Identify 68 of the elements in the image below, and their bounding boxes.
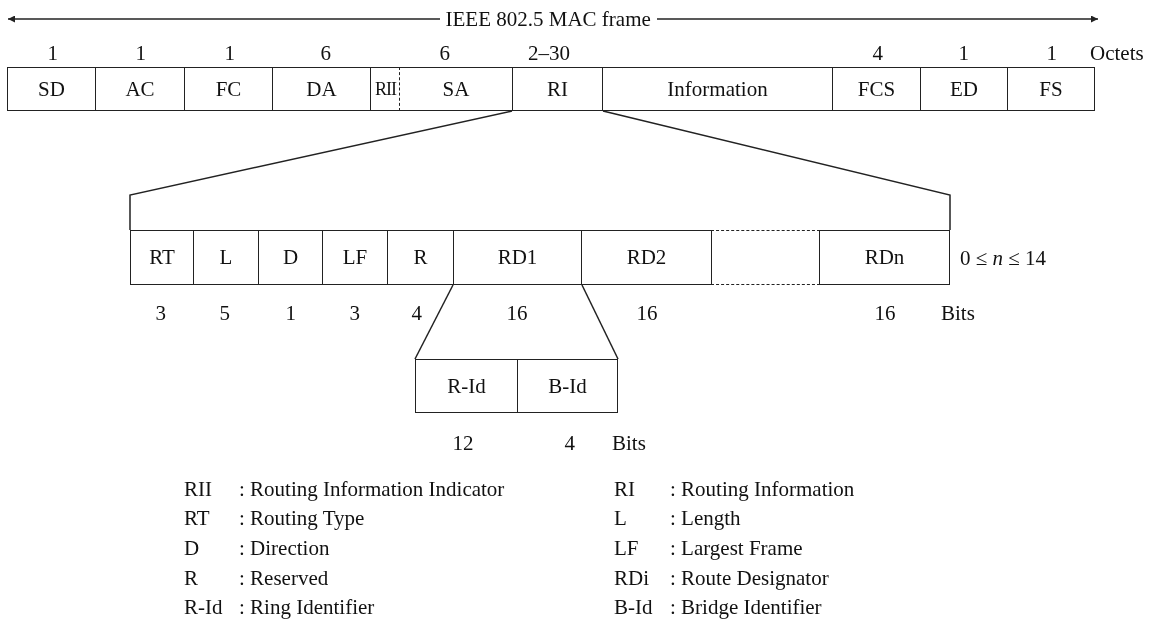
key-abbreviation: LF (614, 536, 639, 560)
frame-field: SD (7, 67, 96, 111)
bit-count: 16 (636, 301, 658, 325)
frame-field: LF (322, 230, 388, 285)
octet-count: 1 (224, 41, 235, 65)
frame-field: FC (184, 67, 273, 111)
key-abbreviation: RII (184, 477, 212, 501)
expansion-line (602, 110, 951, 231)
key-abbreviation: D (184, 536, 200, 560)
frame-field: DA (272, 67, 371, 111)
bit-count: 16 (506, 301, 528, 325)
key-description: : Reserved (239, 566, 329, 590)
key-description: : Length (670, 506, 741, 530)
frame-field: RI (512, 67, 603, 111)
expansion-line (129, 110, 513, 231)
key-abbreviation: RI (614, 477, 635, 501)
frame-field: B-Id (517, 359, 618, 413)
frame-field: RT (130, 230, 194, 285)
expansion-line (414, 284, 454, 360)
octet-count: 6 (439, 41, 450, 65)
frame-field: L (193, 230, 259, 285)
key-abbreviation: R (184, 566, 198, 590)
bit-count: 3 (349, 301, 360, 325)
frame-field: Information (602, 67, 833, 111)
key-description: : Routing Type (239, 506, 365, 530)
bit-count: 12 (452, 431, 474, 455)
bit-count: 3 (155, 301, 166, 325)
unit-label: Bits (941, 301, 975, 325)
frame-field: RD2 (581, 230, 712, 285)
key-abbreviation: RDi (614, 566, 649, 590)
key-abbreviation: RT (184, 506, 210, 530)
bit-count: 5 (219, 301, 230, 325)
unit-label: Bits (612, 431, 646, 455)
octet-count: 1 (47, 41, 58, 65)
octet-count: 1 (1046, 41, 1057, 65)
bit-count: 1 (285, 301, 296, 325)
key-abbreviation: R-Id (184, 595, 223, 619)
octet-count: 1 (135, 41, 146, 65)
key-description: : Largest Frame (670, 536, 803, 560)
key-description: : Route Designator (670, 566, 829, 590)
frame-field: D (258, 230, 323, 285)
frame-field: SA (399, 67, 513, 111)
expansion-line (581, 284, 619, 360)
octet-count: 6 (320, 41, 331, 65)
key-description: : Ring Identifier (239, 595, 375, 619)
frame-field: FCS (832, 67, 921, 111)
octet-count: 4 (872, 41, 883, 65)
frame-field: RDn (819, 230, 950, 285)
key-description: : Routing Information Indicator (239, 477, 505, 501)
key-description: : Routing Information (670, 477, 855, 501)
frame-field: ED (920, 67, 1008, 111)
frame-field: R (387, 230, 454, 285)
key-description: : Bridge Identifier (670, 595, 822, 619)
octet-count: 2–30 (528, 41, 570, 65)
octet-count: 1 (958, 41, 969, 65)
key-abbreviation: B-Id (614, 595, 653, 619)
frame-field: FS (1007, 67, 1095, 111)
frame-field: AC (95, 67, 185, 111)
key-abbreviation: L (614, 506, 627, 530)
frame-field: R-Id (415, 359, 518, 413)
bit-count: 4 (411, 301, 422, 325)
range-note: 0 ≤ n ≤ 14 (960, 246, 1047, 270)
frame-field: RD1 (453, 230, 582, 285)
key-description: : Direction (239, 536, 330, 560)
bit-count: 16 (874, 301, 896, 325)
unit-label: Octets (1090, 41, 1144, 65)
frame-field: RII (370, 67, 400, 111)
bit-count: 4 (564, 431, 575, 455)
